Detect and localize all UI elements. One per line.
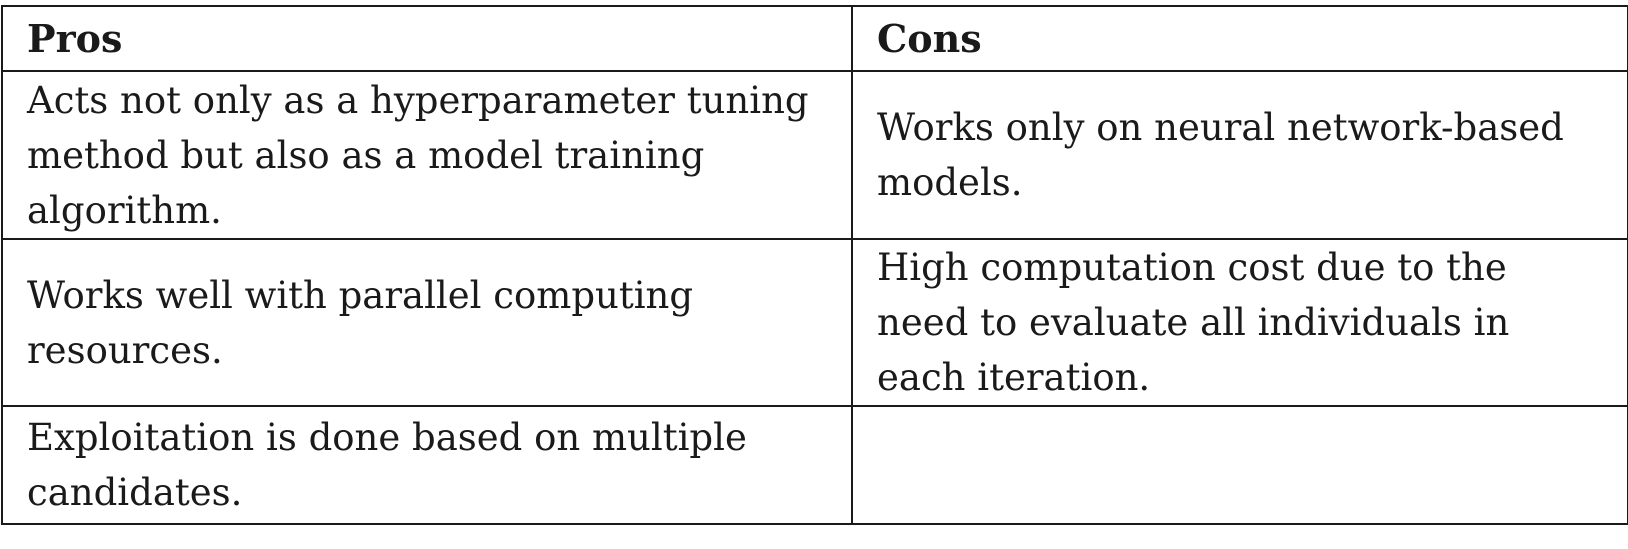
table-row: Acts not only as a hyperparameter tuning…	[1, 70, 1628, 240]
cons-text: High computation cost due to the need to…	[877, 246, 1510, 399]
cons-cell: Works only on neural network-based model…	[851, 70, 1628, 240]
pros-cell: Acts not only as a hyperparameter tuning…	[1, 70, 853, 240]
cons-header: Cons	[851, 5, 1628, 72]
table-row: Works well with parallel computing resou…	[1, 238, 1628, 407]
pros-text: Exploitation is done based on multiple c…	[27, 416, 747, 514]
pros-text: Acts not only as a hyperparameter tuning…	[27, 78, 809, 232]
table-row: Exploitation is done based on multiple c…	[1, 405, 1628, 525]
cons-text: Works only on neural network-based model…	[877, 106, 1564, 204]
pros-header: Pros	[1, 5, 853, 72]
table-header-row: Pros Cons	[1, 5, 1628, 72]
pros-cell: Works well with parallel computing resou…	[1, 238, 853, 407]
cons-cell: High computation cost due to the need to…	[851, 238, 1628, 407]
cons-cell	[851, 405, 1628, 525]
pros-cell: Exploitation is done based on multiple c…	[1, 405, 853, 525]
pros-cons-table: Pros Cons Acts not only as a hyperparame…	[1, 5, 1628, 525]
pros-text: Works well with parallel computing resou…	[27, 273, 694, 372]
